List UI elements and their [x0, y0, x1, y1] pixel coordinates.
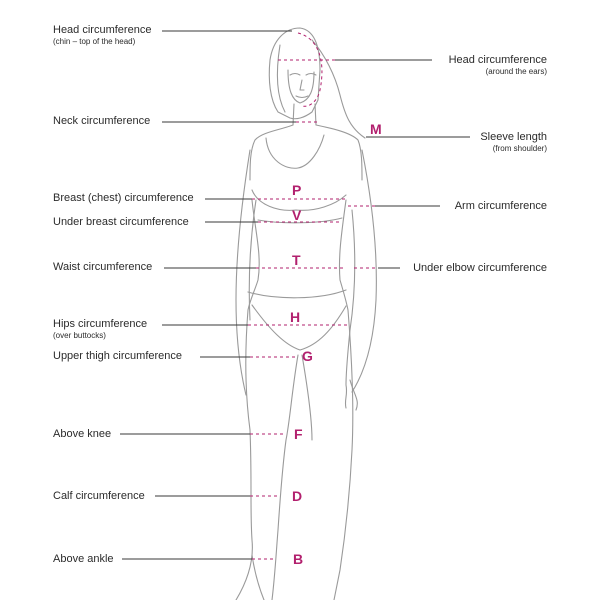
- label-neck-circumference: Neck circumference: [53, 115, 150, 128]
- marker-h: H: [290, 309, 301, 325]
- label-upper-thigh-circumference: Upper thigh circumference: [53, 350, 182, 363]
- label-head-circumference-ears: Head circumference (around the ears): [449, 54, 547, 77]
- under-breast: [257, 217, 343, 224]
- label-sub: (over buttocks): [53, 331, 106, 340]
- label-main: Neck circumference: [53, 115, 151, 127]
- left-leg-outer: [235, 309, 253, 600]
- hair-left: [276, 44, 286, 113]
- label-sub: (chin – top of the head): [53, 37, 136, 46]
- label-main: Under breast circumference: [53, 216, 189, 228]
- right-arm-outer: [351, 149, 377, 393]
- label-main: Calf circumference: [53, 490, 145, 502]
- label-under-breast-circumference: Under breast circumference: [53, 216, 189, 229]
- label-hips-circumference: Hips circumference (over buttocks): [53, 318, 147, 341]
- label-arm-circumference: Arm circumference: [455, 200, 547, 213]
- face: [287, 69, 315, 104]
- label-calf-circumference: Calf circumference: [53, 490, 145, 503]
- label-above-knee: Above knee: [53, 428, 111, 441]
- breasts: [251, 189, 347, 211]
- label-main: Sleeve length: [480, 131, 547, 143]
- left-foot: [251, 554, 265, 600]
- label-main: Above ankle: [53, 553, 114, 565]
- label-main: Hips circumference: [53, 318, 148, 330]
- label-main: Breast (chest) circumference: [53, 192, 194, 204]
- left-arm-outer: [235, 149, 251, 396]
- left-leg-inner: [271, 354, 299, 600]
- label-main: Waist circumference: [53, 261, 153, 273]
- label-main: Arm circumference: [454, 200, 547, 212]
- hair-right: [311, 39, 366, 139]
- torso-left: [247, 199, 260, 311]
- label-main: Under elbow circumference: [413, 262, 547, 274]
- marker-t: T: [292, 252, 301, 268]
- label-above-ankle: Above ankle: [53, 553, 114, 566]
- label-sub: (around the ears): [485, 67, 547, 76]
- label-head-circumference-chin: Head circumference (chin – top of the he…: [53, 24, 151, 47]
- label-main: Above knee: [53, 428, 112, 440]
- bra-top: [265, 134, 325, 169]
- marker-m: M: [370, 121, 382, 137]
- right-hand: [344, 379, 358, 411]
- label-main: Upper thigh circumference: [53, 350, 183, 362]
- label-under-elbow-circumference: Under elbow circumference: [413, 262, 547, 275]
- label-sleeve-length: Sleeve length (from shoulder): [480, 131, 547, 154]
- marker-v: V: [292, 207, 302, 223]
- nose-mouth: [295, 79, 309, 99]
- marker-b: B: [293, 551, 304, 567]
- marker-f: F: [294, 426, 303, 442]
- hair-outline: [268, 27, 321, 120]
- label-sub: (from shoulder): [492, 144, 547, 153]
- label-breast-circumference: Breast (chest) circumference: [53, 192, 194, 205]
- right-leg-outer: [333, 309, 354, 600]
- label-main: Head circumference: [448, 54, 547, 66]
- label-main: Head circumference: [53, 24, 152, 36]
- right-leg-inner: [301, 354, 313, 441]
- marker-g: G: [302, 348, 313, 364]
- marker-d: D: [292, 488, 303, 504]
- eyes: [289, 72, 317, 76]
- shoulders: [249, 124, 363, 181]
- label-waist-circumference: Waist circumference: [53, 261, 152, 274]
- torso-right: [338, 199, 349, 311]
- dash-head-chin: [297, 32, 323, 107]
- right-arm-inner: [345, 209, 356, 386]
- marker-p: P: [292, 182, 302, 198]
- left-arm-inner: [248, 199, 257, 321]
